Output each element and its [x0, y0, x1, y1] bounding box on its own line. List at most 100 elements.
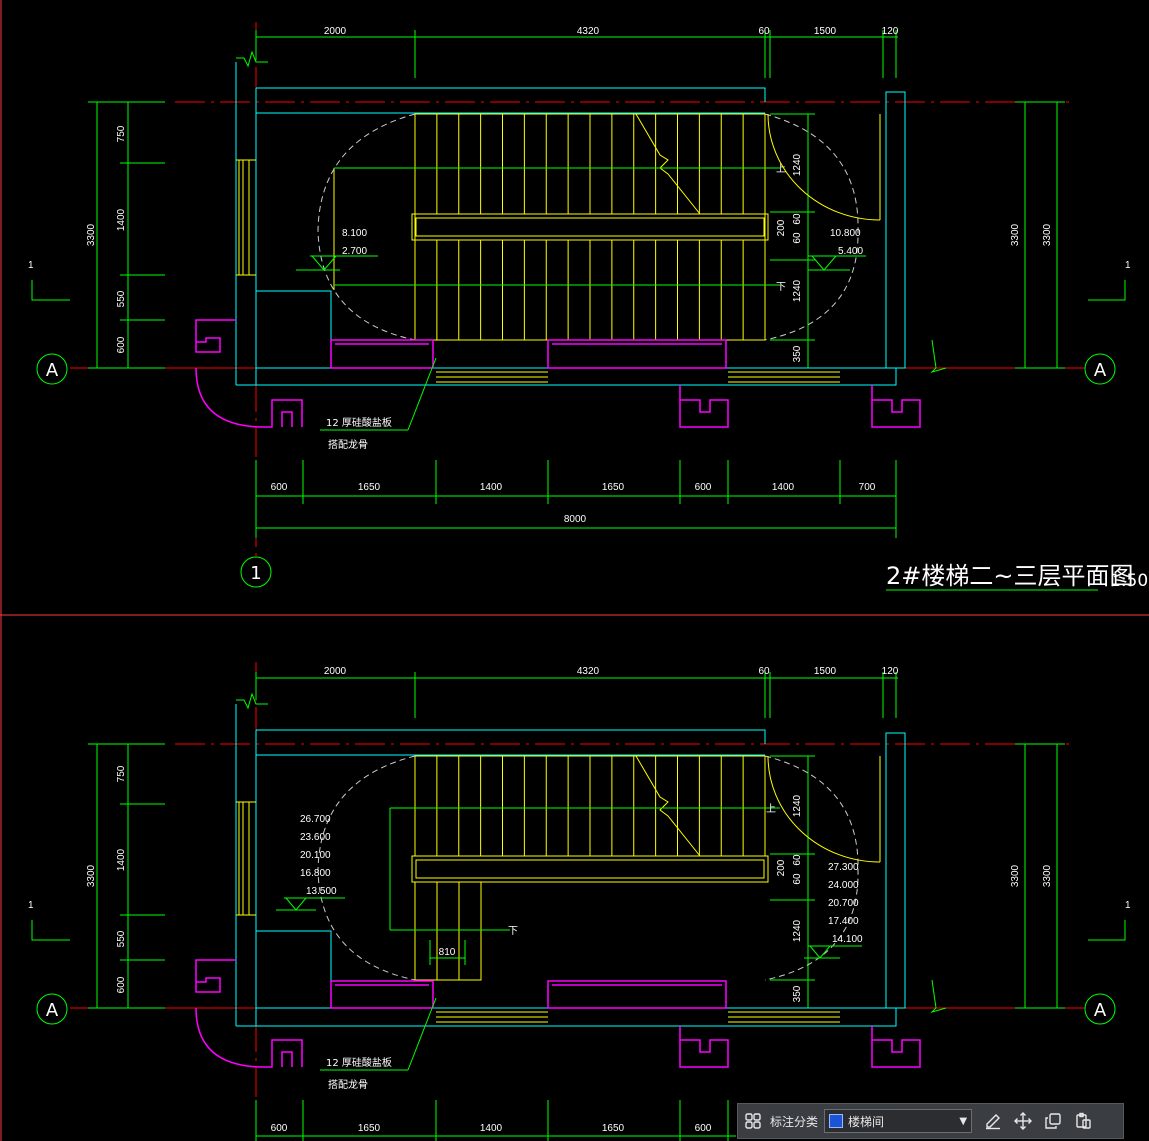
section-mark-right-lower [1088, 920, 1126, 941]
dim-left-2: 1400 [116, 208, 127, 231]
walls-lower [235, 704, 906, 1027]
dim-bottom-7: 700 [859, 482, 876, 493]
section-mark-right [1088, 280, 1126, 301]
dim-top-4: 1500 [814, 26, 837, 37]
dim-left-lower-2: 1400 [116, 848, 127, 871]
grid-bubble-a-left-label: A [46, 360, 59, 381]
note-line-1-lower: 12 厚硅酸盐板 [326, 1056, 392, 1069]
magenta-plates-lower [195, 959, 921, 1068]
dim-bottom-5: 600 [695, 482, 712, 493]
elev-left-lower-1: 26.700 [300, 814, 331, 825]
clearance-outline-lower [317, 755, 859, 981]
stair-plan-upper[interactable]: 2000 4320 60 1500 120 3300 750 1400 550 … [28, 22, 1148, 591]
elev-left-2: 2.700 [342, 246, 367, 257]
dim-top-5: 120 [882, 26, 899, 37]
magenta-plates [195, 319, 921, 428]
move-icon[interactable] [1008, 1106, 1038, 1136]
dim-top-1: 2000 [324, 26, 347, 37]
dim-line-bottom-lower [255, 1100, 736, 1141]
annotation-category-label: 标注分类 [770, 1114, 819, 1129]
dim-left-lower-4: 600 [116, 976, 127, 993]
dim-line-right [770, 101, 1065, 369]
dim-left-3: 550 [116, 290, 127, 307]
drawing-scale: 1:50 [1110, 571, 1148, 591]
note-leader [407, 357, 437, 431]
section-mark-left-label: 1 [28, 260, 34, 271]
dim-stair-right-lower-3: 60 [792, 854, 803, 866]
stair-plan-lower[interactable]: 2000 4320 60 1500 120 3300 750 1400 550 … [28, 662, 1131, 1141]
dim-top-lower-4: 1500 [814, 666, 837, 677]
bottom-sill-strips-lower [436, 1011, 840, 1023]
dim-left-1: 750 [116, 125, 127, 142]
dim-stair-right-5: 1240 [792, 279, 803, 302]
dim-bottom-2: 1650 [358, 482, 381, 493]
direction-arrows [334, 167, 780, 286]
drawing-title: 2#楼梯二~三层平面图 [886, 562, 1134, 590]
dim-bottom-lower-3: 1400 [480, 1123, 503, 1134]
dim-line-top-lower [255, 672, 898, 718]
note-leader-lower [407, 997, 437, 1071]
elev-marker-right-lower [804, 945, 862, 959]
direction-down-label: 下 [776, 282, 786, 293]
tread-lines-lower [414, 756, 744, 981]
stair-break-mark [635, 113, 701, 215]
annotation-category-select[interactable]: 楼梯间 ▼ [824, 1109, 973, 1133]
dim-stair-right-lower-1: 1240 [792, 794, 803, 817]
grid-bubble-1-label: 1 [250, 563, 261, 584]
dim-top-3: 60 [758, 26, 770, 37]
dim-bottom-lower-5: 600 [695, 1123, 712, 1134]
handrail-inner [415, 217, 765, 237]
dim-bottom-1: 600 [271, 482, 288, 493]
dim-right-total-b: 3300 [1042, 223, 1053, 246]
dim-right-total-a: 3300 [1010, 223, 1021, 246]
dim-top-lower-2: 4320 [577, 666, 600, 677]
elev-right-1: 10.800 [830, 228, 861, 239]
elev-marker-right [808, 255, 866, 271]
break-line [236, 50, 268, 68]
grid-bubble-a-right [1084, 353, 1116, 385]
walls [235, 62, 906, 386]
edge-arrow-marker-lower [930, 979, 947, 1014]
dim-stair-right-2: 200 [776, 219, 787, 236]
edit-icon[interactable] [978, 1106, 1008, 1136]
handrail-lower-inner [415, 859, 765, 879]
dim-left-lower-total: 3300 [86, 864, 97, 887]
handrail-lower-outer [411, 855, 769, 883]
dim-left-total: 3300 [86, 223, 97, 246]
chevron-down-icon[interactable]: ▼ [959, 1115, 968, 1127]
copy-icon[interactable] [1038, 1106, 1068, 1136]
dim-line-left [88, 101, 165, 369]
dim-stair-right-lower-2: 200 [776, 859, 787, 876]
dim-line-top [255, 30, 898, 78]
elev-left-lower-5: 13.500 [306, 886, 337, 897]
elev-left-1: 8.100 [342, 228, 367, 239]
dim-left-4: 600 [116, 336, 127, 353]
bottom-sill-strips [436, 371, 840, 383]
dim-stair-right-lower-5: 1240 [792, 919, 803, 942]
grid-bubble-a-left-lower-label: A [46, 1000, 59, 1021]
dim-bottom-lower-4: 1650 [602, 1123, 625, 1134]
annotation-toolbar[interactable]: 标注分类 楼梯间 ▼ [737, 1103, 1124, 1139]
dim-bottom-6: 1400 [772, 482, 795, 493]
elev-right-lower-1: 27.300 [828, 862, 859, 873]
stair-break-mark-lower [635, 755, 701, 857]
elev-right-lower-5: 14.100 [832, 934, 863, 945]
dim-stair-right-6: 350 [792, 345, 803, 362]
dim-left-lower-3: 550 [116, 930, 127, 947]
dim-top-lower-1: 2000 [324, 666, 347, 677]
dim-line-bottom [255, 460, 897, 538]
elev-right-lower-2: 24.000 [828, 880, 859, 891]
dim-line-left-lower [88, 743, 165, 1009]
note-line-2: 搭配龙骨 [328, 438, 368, 451]
grid-icon[interactable] [738, 1106, 768, 1136]
direction-up-label-lower: 上 [766, 803, 776, 815]
dim-bottom-4: 1650 [602, 482, 625, 493]
dim-bottom-lower-2: 1650 [358, 1123, 381, 1134]
note-line-2-lower: 搭配龙骨 [328, 1078, 368, 1091]
dim-landing-lower-label: 810 [439, 947, 456, 958]
section-mark-left-lower [31, 920, 70, 941]
elev-right-lower-4: 17.400 [828, 916, 859, 927]
paste-icon[interactable] [1068, 1106, 1098, 1136]
grid-bubble-1 [240, 556, 272, 588]
